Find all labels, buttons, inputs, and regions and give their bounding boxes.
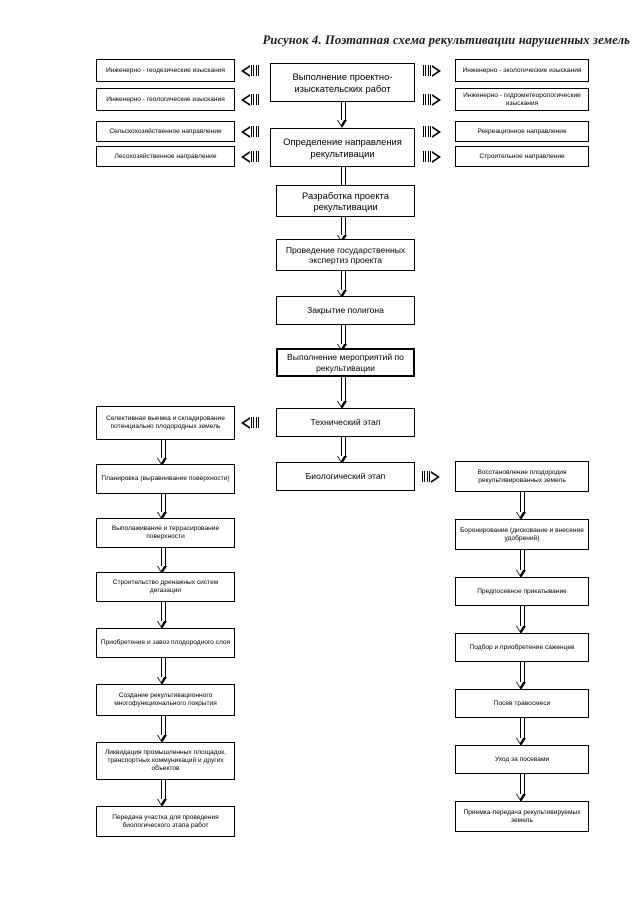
connector-b2-b3: [516, 550, 527, 578]
connector-right-hydrometeorological: [422, 93, 441, 106]
figure-title: Рисунок 4. Поэтапная схема рекультивации…: [262, 33, 630, 47]
arrowhead-left-icon: [241, 150, 250, 163]
arrowhead-down-icon: [157, 512, 167, 520]
connector-b3-b4: [516, 606, 527, 634]
arrowhead-down-icon: [516, 512, 526, 520]
node-center-biological-stage[interactable]: Биологический этап: [276, 462, 415, 491]
node-bio-acceptance-transfer[interactable]: Приемка-передача рекультивируемых земель: [455, 801, 589, 832]
node-center-design-survey-works[interactable]: Выполнение проектно-изыскательских работ: [270, 63, 415, 102]
arrowhead-down-icon: [516, 794, 526, 802]
connector-b6-b7: [516, 774, 527, 802]
node-bio-harrowing[interactable]: Боронирование (дискование и внесение удо…: [455, 519, 589, 550]
arrowhead-down-icon: [516, 626, 526, 634]
arrowhead-down-icon: [157, 677, 167, 685]
connector-left-agricultural: [241, 125, 260, 138]
connector-c6-c7: [337, 377, 348, 409]
arrowhead-right-icon: [431, 470, 440, 483]
arrowhead-down-icon: [337, 456, 347, 464]
node-tech-leveling[interactable]: Планировка (выравнивание поверхности): [96, 464, 235, 494]
arrowhead-down-icon: [516, 570, 526, 578]
node-left-geodetic-survey[interactable]: Инженерно - геодезические изыскания: [96, 59, 235, 82]
connector-c4-c5: [337, 271, 348, 298]
connector-t5-t6: [157, 658, 168, 685]
arrowhead-down-icon: [337, 401, 347, 409]
node-right-recreational-direction[interactable]: Рекреационное направление: [455, 121, 589, 142]
connector-biological-to-right: [421, 470, 440, 483]
node-tech-selective-excavation[interactable]: Селективная выемка и складирование потен…: [96, 406, 235, 440]
node-tech-fertile-layer-purchase[interactable]: Приобретение и завоз плодородного слоя: [96, 628, 235, 658]
connector-c7-c8: [337, 437, 348, 464]
connector-right-recreational: [422, 125, 441, 138]
node-left-geological-survey[interactable]: Инженерно - геологические изыскания: [96, 88, 235, 111]
arrowhead-left-icon: [241, 125, 250, 138]
connector-t3-t4: [157, 548, 168, 574]
connector-t1-t2: [157, 440, 168, 466]
arrowhead-down-icon: [516, 682, 526, 690]
node-tech-site-transfer[interactable]: Передача участка для проведения биологич…: [96, 806, 235, 837]
node-bio-fertility-restoration[interactable]: Восстановление плодородия рекультивирова…: [455, 461, 589, 492]
node-right-hydrometeorological-survey[interactable]: Инженерно - гидрометеорологические изыск…: [455, 88, 589, 111]
arrowhead-down-icon: [337, 120, 347, 128]
arrowhead-down-icon: [157, 458, 167, 466]
node-left-forestry-direction[interactable]: Лесохозяйственное направление: [96, 146, 235, 167]
node-left-agricultural-direction[interactable]: Сельскохозяйственное направление: [96, 121, 235, 142]
connector-t2-t3: [157, 494, 168, 520]
arrowhead-right-icon: [432, 64, 441, 77]
connector-c1-c2: [337, 102, 348, 128]
connector-b4-b5: [516, 662, 527, 690]
connector-technical-to-left: [241, 416, 260, 429]
node-tech-drainage-systems[interactable]: Строительство дренажных систем дегазации: [96, 572, 235, 602]
node-tech-industrial-site-liquidation[interactable]: Ликвидация промышленных площадок, трансп…: [96, 742, 235, 780]
connector-right-ecological: [422, 64, 441, 77]
arrowhead-left-icon: [241, 416, 250, 429]
node-bio-seedling-selection[interactable]: Подбор и приобретение саженцев: [455, 633, 589, 662]
arrowhead-down-icon: [157, 799, 167, 807]
connector-t6-t7: [157, 716, 168, 743]
node-bio-crop-care[interactable]: Уход за посевами: [455, 745, 589, 774]
arrowhead-right-icon: [432, 150, 441, 163]
connector-right-construction: [422, 150, 441, 163]
connector-t4-t5: [157, 602, 168, 629]
node-center-landfill-closure[interactable]: Закрытие полигона: [276, 296, 415, 325]
node-tech-multifunctional-cover[interactable]: Создание рекультивационного многофункцио…: [96, 684, 235, 716]
connector-left-forestry: [241, 150, 260, 163]
arrowhead-left-icon: [241, 93, 250, 106]
arrowhead-down-icon: [516, 738, 526, 746]
node-right-construction-direction[interactable]: Строительное направление: [455, 146, 589, 167]
node-tech-terracing[interactable]: Выполаживание и террасирование поверхнос…: [96, 518, 235, 548]
arrowhead-left-icon: [241, 64, 250, 77]
node-bio-pre-sowing-rolling[interactable]: Предпосевное прикатывание: [455, 577, 589, 606]
node-bio-grass-sowing[interactable]: Посев травосмеси: [455, 689, 589, 718]
connector-left-geological: [241, 93, 260, 106]
arrowhead-down-icon: [157, 735, 167, 743]
node-center-determine-direction[interactable]: Определение направления рекультивации: [270, 128, 415, 167]
node-center-state-expertise[interactable]: Проведение государственных экспертиз про…: [276, 239, 415, 271]
node-center-reclamation-measures[interactable]: Выполнение мероприятий по рекультивации: [276, 348, 415, 377]
connector-b1-b2: [516, 492, 527, 520]
connector-b5-b6: [516, 718, 527, 746]
arrowhead-right-icon: [432, 93, 441, 106]
node-right-ecological-survey[interactable]: Инженерно - экологические изыскания: [455, 59, 589, 82]
arrowhead-down-icon: [157, 566, 167, 574]
connector-t7-t8: [157, 780, 168, 807]
connector-left-geodetic: [241, 64, 260, 77]
arrowhead-down-icon: [337, 290, 347, 298]
node-center-technical-stage[interactable]: Технический этап: [276, 408, 415, 437]
arrowhead-down-icon: [157, 621, 167, 629]
arrowhead-right-icon: [432, 125, 441, 138]
node-center-project-development[interactable]: Разработка проекта рекультивации: [276, 185, 415, 217]
